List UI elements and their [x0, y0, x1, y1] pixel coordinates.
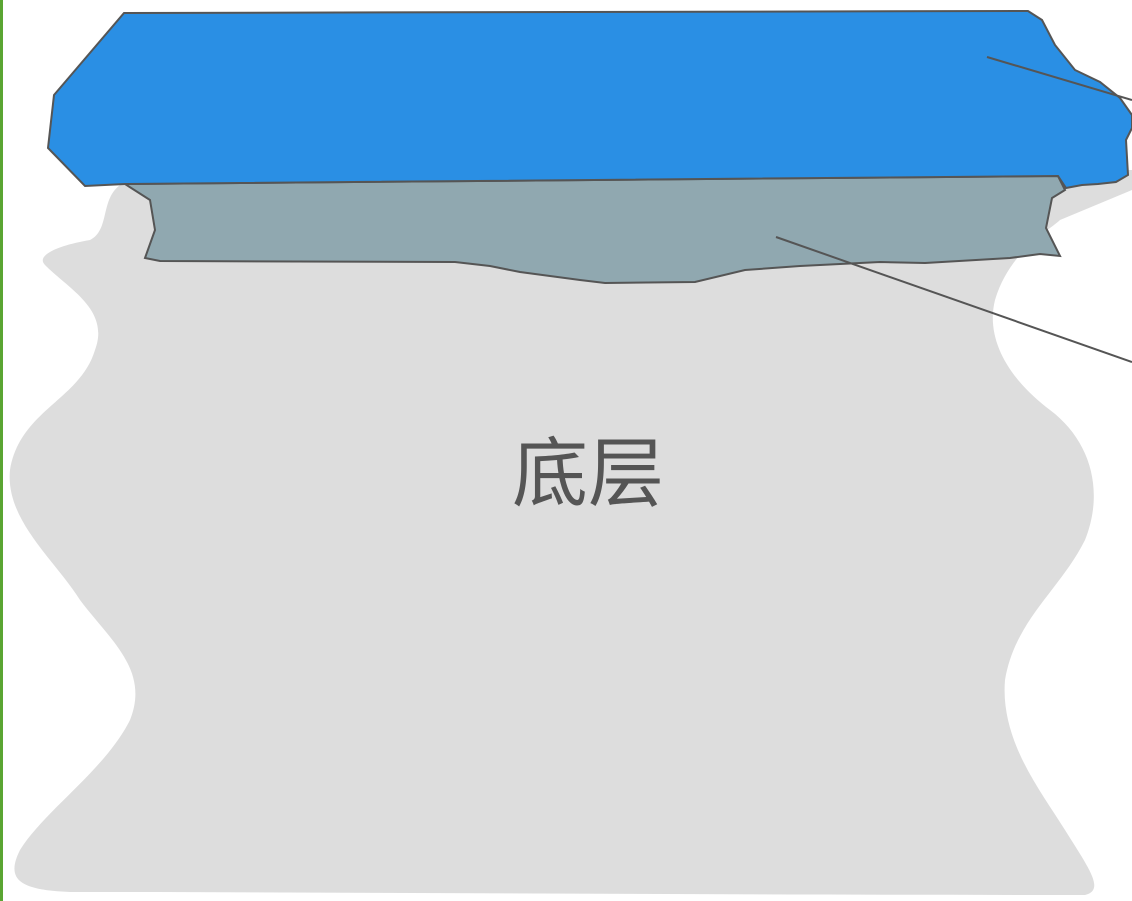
bottom-layer-label: 底层 — [512, 429, 664, 518]
left-border — [0, 0, 3, 901]
top-layer-leader-line — [986, 56, 1132, 101]
middle-layer-leader-line — [775, 236, 1132, 363]
top-layer-shape — [46, 9, 1132, 190]
bottom-layer-shape — [9, 170, 1132, 895]
